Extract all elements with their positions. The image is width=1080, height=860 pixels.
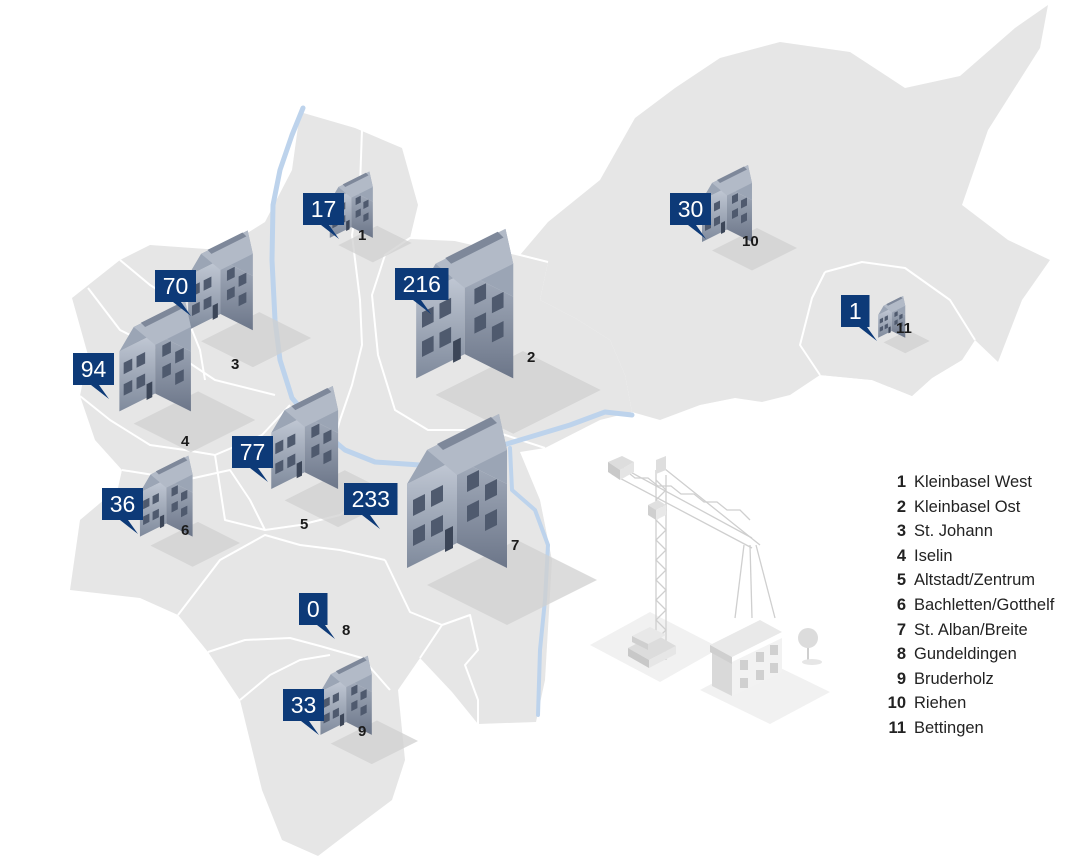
legend-district-name: Bettingen (914, 718, 984, 737)
count-value: 70 (163, 273, 189, 299)
count-callout-11: 1 (841, 295, 877, 341)
building-icon-1 (329, 171, 412, 263)
legend-row-9: 9 Bruderholz (876, 667, 1054, 692)
legend-district-name: Bruderholz (914, 669, 994, 688)
district-number-6: 6 (181, 522, 189, 539)
legend-number: 2 (896, 497, 906, 516)
building-icon-6 (139, 455, 240, 567)
count-callout-3: 70 (155, 270, 196, 316)
count-value: 94 (81, 356, 107, 382)
legend-district-name: St. Johann (914, 522, 993, 541)
legend-district-name: Kleinbasel West (914, 473, 1033, 491)
count-callout-6: 36 (102, 488, 143, 534)
legend-row-3: 3 St. Johann (876, 519, 1054, 544)
legend-number: 9 (896, 669, 906, 688)
district-number-10: 10 (742, 233, 759, 250)
legend-number: 11 (888, 718, 906, 737)
count-value: 17 (311, 196, 337, 222)
birs-river (508, 446, 550, 717)
legend-number: 5 (896, 571, 906, 590)
count-value: 33 (291, 692, 317, 718)
building-icon-2 (416, 228, 601, 434)
district-number-1: 1 (358, 227, 366, 244)
count-callout-4: 94 (73, 353, 114, 399)
count-callout-7: 233 (344, 483, 398, 529)
legend-district-name: Bachletten/Gotthelf (914, 595, 1055, 614)
building-icons (119, 165, 930, 765)
legend-row-8: 8 Gundeldingen (876, 642, 1054, 667)
building-icon-11 (878, 295, 930, 354)
district-number-7: 7 (511, 537, 519, 554)
district-legend: 1 Kleinbasel West 2 Kleinbasel Ost 3 St. Joha… (876, 470, 1055, 741)
legend-number: 8 (896, 645, 906, 664)
building-icon-9 (320, 655, 419, 765)
count-callout-9: 33 (283, 689, 324, 735)
count-callout-1: 17 (303, 193, 344, 239)
district-number-8: 8 (342, 622, 350, 639)
district-number-5: 5 (300, 516, 308, 533)
legend-district-name: St. Alban/Breite (914, 620, 1028, 639)
count-value: 0 (307, 596, 320, 622)
legend-number: 7 (896, 620, 906, 639)
legend-row-4: 4 Iselin (876, 544, 1054, 569)
building-icon-5 (271, 386, 399, 528)
count-value: 36 (110, 491, 136, 517)
district-number-11: 11 (896, 320, 912, 337)
count-callout-8: 0 (299, 593, 335, 639)
construction-crane-illustration (590, 456, 830, 724)
legend-row-5: 5 Altstadt/Zentrum (876, 568, 1054, 593)
count-value: 30 (678, 196, 704, 222)
building-icon-4 (119, 301, 256, 453)
legend-row-11: 11 Bettingen (876, 716, 1054, 741)
legend-row-2: 2 Kleinbasel Ost (876, 495, 1054, 520)
legend-number: 3 (896, 522, 906, 541)
district-number-2: 2 (527, 349, 535, 366)
count-callout-10: 30 (670, 193, 711, 239)
building-icon-7 (407, 414, 597, 625)
legend-number: 10 (887, 694, 906, 713)
legend-district-name: Iselin (914, 546, 953, 565)
legend-row-10: 10 Riehen (876, 691, 1054, 716)
count-callout-5: 77 (232, 436, 273, 482)
district-number-4: 4 (181, 433, 190, 450)
count-value: 233 (352, 486, 390, 512)
legend-district-name: Altstadt/Zentrum (914, 571, 1036, 590)
legend-number: 6 (896, 595, 906, 614)
legend-district-name: Gundeldingen (914, 645, 1017, 664)
legend-district-name: Kleinbasel Ost (914, 497, 1021, 516)
legend-district-name: Riehen (914, 694, 967, 713)
legend-number: 4 (896, 546, 906, 565)
count-callout-2: 216 (395, 268, 449, 314)
district-number-9: 9 (358, 723, 366, 740)
legend-row-1: 1 Kleinbasel West (876, 470, 1054, 495)
legend-row-7: 7 St. Alban/Breite (876, 618, 1054, 643)
count-value: 77 (240, 439, 266, 465)
legend-number: 1 (896, 473, 906, 491)
legend-row-6: 6 Bachletten/Gotthelf (876, 593, 1055, 618)
count-value: 1 (849, 298, 862, 324)
district-number-3: 3 (231, 356, 239, 373)
count-value: 216 (403, 271, 441, 297)
building-icon-3 (188, 230, 312, 368)
